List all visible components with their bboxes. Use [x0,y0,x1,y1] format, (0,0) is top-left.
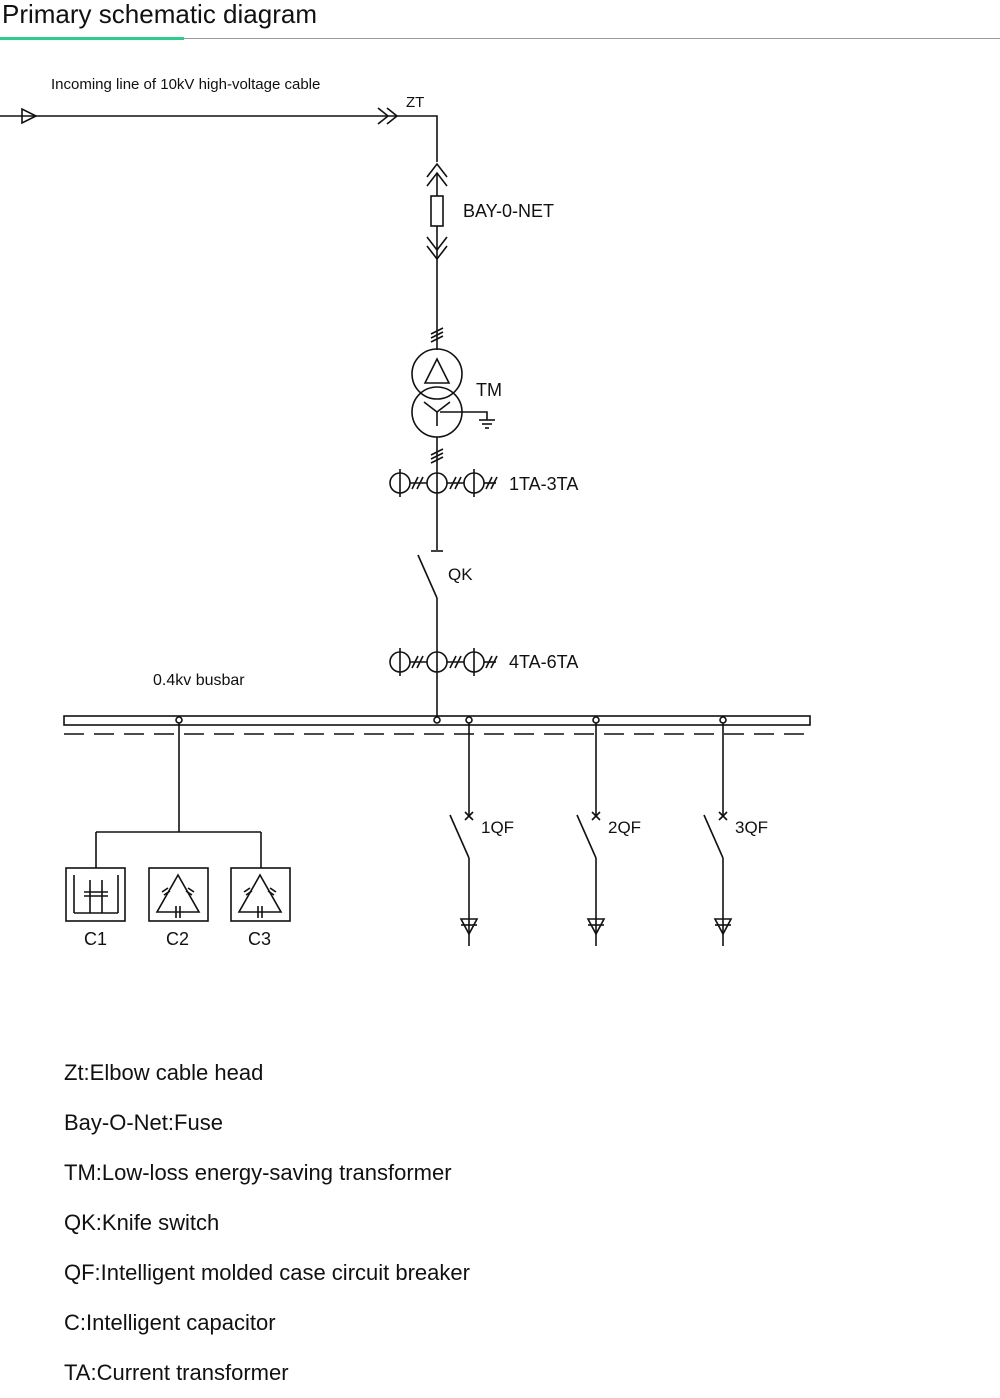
incoming-line-label: Incoming line of 10kV high-voltage cable [51,76,320,93]
knife-switch-symbol [417,554,438,716]
qf3-label: 3QF [735,818,768,837]
c1-label: C1 [84,929,107,949]
fuse-symbol [430,195,444,227]
qf1-label: 1QF [481,818,514,837]
legend-item: Zt:Elbow cable head [64,1060,264,1085]
fuse-lower-connector [426,226,448,350]
capacitor-branch [95,723,262,868]
incoming-cable [0,107,438,162]
header-divider [0,38,1000,39]
fuse-label: BAY-0-NET [463,201,554,221]
qf2-label: 2QF [608,818,641,837]
capacitor-c2-symbol [148,867,209,922]
busbar-symbol [63,715,812,735]
busbar-label: 0.4kv busbar [153,672,245,689]
transformer-symbol [411,348,495,472]
current-transformer-group-2 [389,648,498,676]
ta2-label: 4TA-6TA [509,652,578,672]
current-transformer-group-1 [389,469,498,552]
legend-item: TM:Low-loss energy-saving transformer [64,1160,452,1185]
schematic-diagram: Incoming line of 10kV high-voltage cable… [0,76,812,949]
tm-label: TM [476,380,502,400]
qk-label: QK [448,565,473,584]
legend-item: QF:Intelligent molded case circuit break… [64,1260,470,1285]
c2-label: C2 [166,929,189,949]
legend-item: QK:Knife switch [64,1210,220,1235]
capacitor-c1-symbol [65,867,126,922]
legend-list: Zt:Elbow cable head Bay-O-Net:Fuse TM:Lo… [64,1048,470,1398]
feeder-3qf-symbol [703,723,733,946]
ta1-label: 1TA-3TA [509,474,578,494]
zt-label: ZT [406,94,424,111]
legend-item: C:Intelligent capacitor [64,1310,276,1335]
feeder-1qf-symbol [449,723,479,946]
legend-item: Bay-O-Net:Fuse [64,1110,223,1135]
elbow-cable-head-symbol [426,162,448,196]
header-accent-bar [0,37,184,40]
capacitor-c3-symbol [230,867,291,922]
legend-item: TA:Current transformer [64,1360,289,1385]
page-title: Primary schematic diagram [2,0,317,29]
c3-label: C3 [248,929,271,949]
feeder-2qf-symbol [576,723,606,946]
